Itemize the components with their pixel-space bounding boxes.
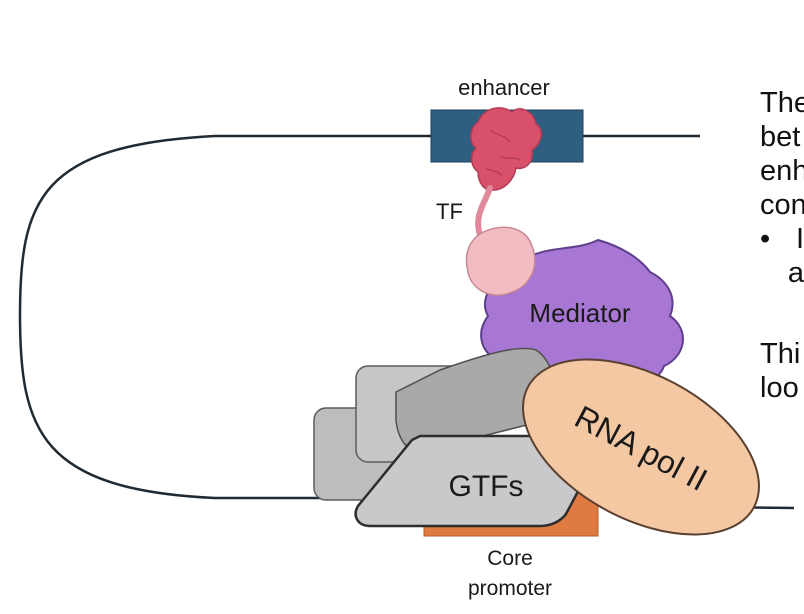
side-text-line: enh bbox=[760, 155, 804, 187]
tf-texture bbox=[485, 129, 521, 177]
bullet-glyph: • bbox=[760, 223, 771, 255]
core-promoter-label-line2: promoter bbox=[468, 577, 552, 600]
tf-activation-domain bbox=[465, 226, 536, 296]
side-text-line: con bbox=[760, 189, 804, 221]
side-bullet-item: • I bbox=[760, 222, 804, 256]
enhancer-label: enhancer bbox=[458, 75, 550, 100]
rna-pol-ii bbox=[522, 358, 760, 536]
side-bullet-continuation: a bbox=[760, 256, 804, 290]
mediator-label: Mediator bbox=[529, 298, 630, 328]
side-text-line: loo bbox=[760, 372, 799, 404]
core-promoter-label-line1: Core bbox=[487, 547, 533, 570]
side-bullet-text: a bbox=[787, 257, 804, 289]
side-text-line: Thi bbox=[760, 338, 801, 370]
tf-protein bbox=[470, 107, 542, 191]
side-text-line: bet bbox=[760, 121, 801, 153]
gtfs-label: GTFs bbox=[449, 470, 524, 503]
tf-label: TF bbox=[436, 199, 463, 224]
side-bullet-text: I bbox=[795, 223, 804, 255]
gtfs-complex bbox=[354, 434, 602, 528]
side-text-line: The bbox=[760, 87, 804, 119]
side-paragraph: The bet enh con • I a Thi loo bbox=[760, 86, 804, 405]
dna-loop bbox=[18, 134, 700, 500]
